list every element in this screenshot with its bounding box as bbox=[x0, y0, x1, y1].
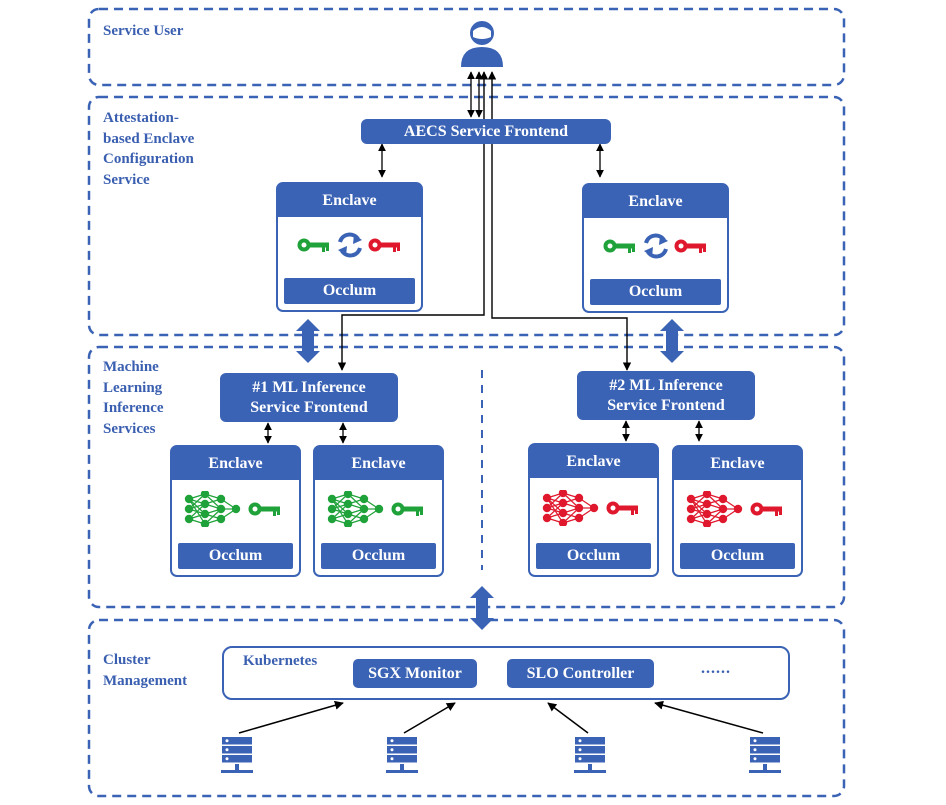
enclave-title: Enclave bbox=[530, 445, 657, 478]
ml-enclave-4: Enclave Occlum bbox=[672, 445, 803, 577]
enclave-footer: Occlum bbox=[321, 543, 436, 569]
ml-enclave-3: Enclave Occlum bbox=[528, 443, 659, 577]
user-icon bbox=[461, 21, 503, 67]
green-key-icon bbox=[603, 239, 635, 253]
enclave-footer: Occlum bbox=[178, 543, 293, 569]
aecs-ml-double-arrow-left bbox=[296, 319, 320, 363]
red-key-icon bbox=[368, 238, 400, 252]
sgx-monitor: SGX Monitor bbox=[353, 659, 477, 688]
kubernetes-label: Kubernetes bbox=[243, 653, 318, 669]
neural-network-icon bbox=[542, 489, 598, 526]
model-key-group bbox=[172, 480, 299, 537]
aecs-enclave-left: Enclave Occlum bbox=[276, 182, 423, 312]
section-label-service-user: Service User bbox=[103, 23, 184, 39]
more-components-ellipsis: ...... bbox=[701, 660, 731, 677]
enclave-title: Enclave bbox=[278, 184, 421, 217]
user-ml1-connector bbox=[337, 71, 489, 371]
section-label-aecs: Attestation- based Enclave Configuration… bbox=[103, 110, 195, 188]
aecs-ml-double-arrow-right bbox=[660, 319, 684, 363]
aecs-enclave-right: Enclave Occlum bbox=[582, 183, 729, 313]
server-to-k8s-arrow bbox=[403, 702, 456, 734]
server-icon bbox=[386, 737, 418, 773]
service-user-section bbox=[87, 7, 846, 87]
enclave-footer: Occlum bbox=[284, 278, 415, 304]
enclave-footer: Occlum bbox=[590, 279, 721, 305]
server-to-k8s-arrow bbox=[238, 700, 344, 734]
ml-inference-frontend-2: #2 ML Inference Service Frontend bbox=[577, 371, 755, 420]
model-key-group bbox=[674, 480, 801, 537]
kubernetes-box bbox=[222, 646, 790, 700]
key-rotation-group bbox=[584, 218, 727, 273]
aecs-service-frontend: AECS Service Frontend bbox=[361, 119, 611, 144]
ml-enclave-1: Enclave Occlum bbox=[170, 445, 301, 577]
key-rotation-group bbox=[278, 217, 421, 272]
ml-inference-frontend-1: #1 ML Inference Service Frontend bbox=[220, 373, 398, 422]
server-icon bbox=[221, 737, 253, 773]
refresh-icon bbox=[643, 233, 668, 258]
server-to-k8s-arrow bbox=[654, 700, 764, 734]
enclave-title: Enclave bbox=[674, 447, 801, 480]
green-key-icon bbox=[297, 238, 329, 252]
section-label-cluster: Cluster Management bbox=[103, 652, 188, 689]
enclave-title: Enclave bbox=[172, 447, 299, 480]
neural-network-icon bbox=[686, 490, 742, 527]
enclave-footer: Occlum bbox=[680, 543, 795, 569]
key-icon bbox=[248, 502, 280, 516]
server-icon bbox=[574, 737, 606, 773]
server-to-k8s-arrow bbox=[547, 702, 589, 734]
neural-network-icon bbox=[327, 490, 383, 527]
section-label-ml: Machine Learning Inference Services bbox=[103, 359, 164, 437]
key-icon bbox=[606, 501, 638, 515]
enclave-footer: Occlum bbox=[536, 543, 651, 569]
slo-controller: SLO Controller bbox=[507, 659, 654, 688]
ml-enclave-2: Enclave Occlum bbox=[313, 445, 444, 577]
model-key-group bbox=[530, 478, 657, 537]
model-key-group bbox=[315, 480, 442, 537]
cluster-section bbox=[87, 618, 846, 798]
server-icon bbox=[749, 737, 781, 773]
enclave-title: Enclave bbox=[315, 447, 442, 480]
refresh-icon bbox=[337, 232, 362, 257]
neural-network-icon bbox=[184, 490, 240, 527]
enclave-title: Enclave bbox=[584, 185, 727, 218]
key-icon bbox=[391, 502, 423, 516]
key-icon bbox=[750, 502, 782, 516]
red-key-icon bbox=[674, 239, 706, 253]
user-ml2-connector bbox=[487, 71, 632, 371]
